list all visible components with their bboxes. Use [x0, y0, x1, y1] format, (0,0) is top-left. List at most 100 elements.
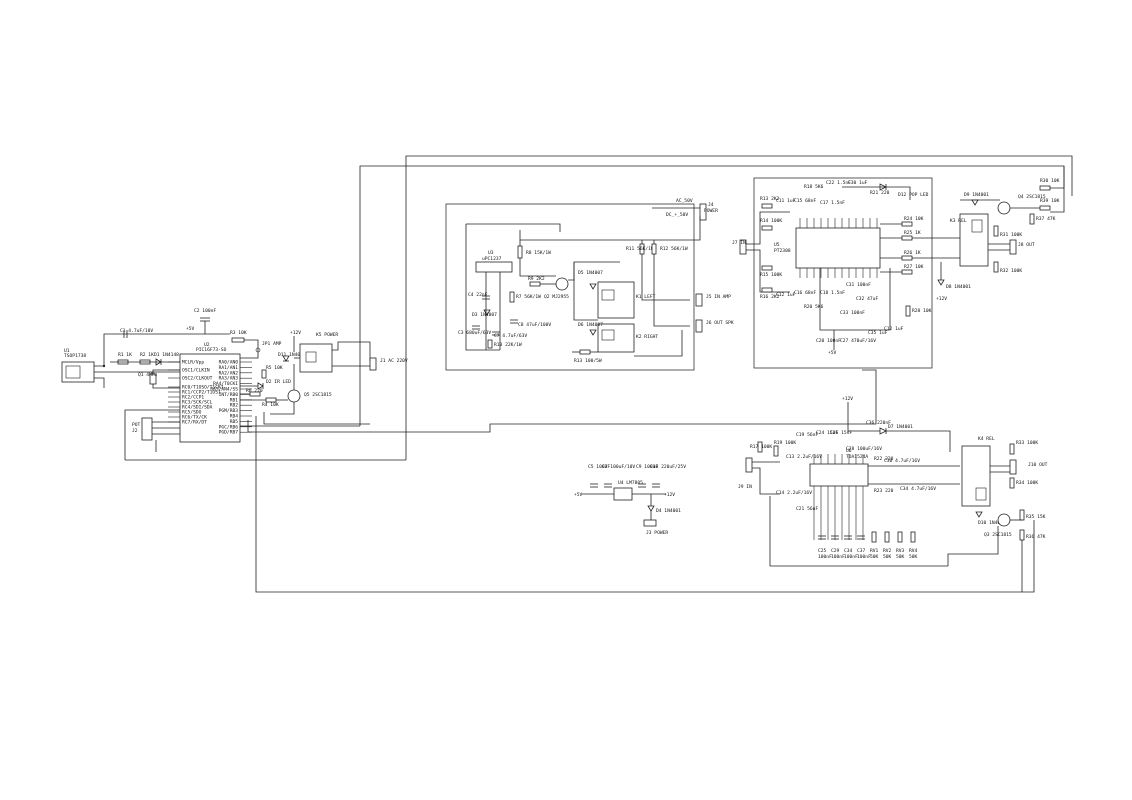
c30-label: C30 1uF	[848, 180, 868, 186]
r13b-label: R13 2K2	[760, 196, 780, 202]
ir-receiver	[61, 361, 95, 383]
c22-label: C22 1.5nF	[826, 180, 851, 186]
c7b-label: C7 100uF/10V	[602, 464, 635, 470]
k1-relay	[597, 281, 635, 319]
d8-label: D8 1N4001	[946, 284, 971, 290]
d5-label: D5 1N4007	[578, 270, 603, 276]
r18-label: R18 5K6	[804, 184, 824, 190]
mcu-right-pin-label: INT/RB0	[219, 392, 239, 398]
tone-bottom-value: 100nF	[857, 554, 871, 560]
d7-label: D7 1N4001	[888, 424, 913, 430]
d11-label: D11 1N4001	[278, 352, 306, 358]
u1-ref: U1	[64, 348, 70, 354]
r33-label: R33 100K	[1016, 440, 1038, 446]
c7-label: C7 4.7uF/63V	[494, 333, 527, 339]
mcu-left-pin-label: RC3/SCK/SCL	[182, 400, 213, 406]
mcu-right-pin-label: PGD/RB7	[219, 430, 239, 436]
tone-pot	[871, 531, 877, 543]
c10-label: C10 220uF/25V	[650, 464, 686, 470]
mcu-right-pin-label: RA2/AN2	[219, 370, 239, 376]
tone-bottom-label: RV2	[883, 548, 892, 554]
d6-label: D6 1N4007	[578, 322, 603, 328]
c4-label: C4 22nF	[468, 292, 488, 298]
tone-bottom-value: 50K	[870, 554, 879, 560]
r30-label: R30 10K	[1040, 178, 1060, 184]
u3-name: uPC1237	[482, 256, 502, 262]
tone-bottom-value: 100nF	[818, 554, 832, 560]
d1-label: D1 1N4148	[154, 352, 179, 358]
q4-transistor	[997, 201, 1011, 215]
r35-label: R35 15K	[1026, 514, 1046, 520]
r36-label: R36 47K	[1026, 534, 1046, 540]
u6-ref: U6	[846, 448, 852, 454]
bus-wires	[124, 155, 1073, 593]
net-ac50v: AC_50V	[676, 198, 693, 204]
r39-label: R39 10K	[1040, 198, 1060, 204]
mcu-right-pin-label: RA0/AN0	[219, 360, 239, 366]
q2-label: Q2 MJ2955	[544, 294, 569, 300]
d9-label: D9 1N4001	[964, 192, 989, 198]
tda1524a-ic	[809, 463, 869, 487]
r37-label: R37 47K	[1036, 216, 1056, 222]
mcu-right-pins: RA0/AN0RA1/AN1RA2/AN2RA3/AN3RA4/T0CKIRA5…	[210, 360, 252, 436]
c32-label: C32 47uF	[856, 296, 878, 302]
tone-pot	[897, 531, 903, 543]
tone-pot	[910, 531, 916, 543]
c12-label: C12 1uF	[776, 292, 796, 298]
tone-bottom-value: 50K	[909, 554, 918, 560]
tda1524a-pins	[813, 454, 864, 540]
u5-name: PT2308	[774, 248, 791, 254]
r21-label: R21 220	[870, 190, 890, 196]
r12-label: R12 56K/1W	[660, 246, 688, 252]
j10-label: J10 OUT	[1028, 462, 1048, 468]
mcu-right-pin-label: RB5	[230, 419, 239, 425]
u2-ref: U2	[204, 342, 210, 348]
r31-label: R31 100K	[1000, 232, 1022, 238]
tone-bottom-parts: C25100nFC29100nFC34100nFC37100nFRV150KRV…	[818, 531, 918, 560]
tone-bottom-value: 50K	[883, 554, 892, 560]
volume-frame	[753, 177, 933, 369]
u2-name: PIC16F73-SO	[196, 347, 227, 353]
j3-label: J3 POWER	[646, 530, 668, 536]
mcu-left-pin-label: OSC2/CLKOUT	[182, 376, 213, 382]
c20-label: C20 100nF	[816, 338, 841, 344]
j6-label: J6 OUT SPK	[706, 320, 734, 326]
q4-label: Q4 2SC1815	[1018, 194, 1046, 200]
k2-relay	[597, 323, 635, 353]
k4-label: K4 REL	[978, 436, 995, 442]
c3-label: C3 680uF/63V	[458, 330, 491, 336]
c16-label: C16 68nF	[794, 290, 816, 296]
c26-label: C26 15nF	[830, 430, 852, 436]
c27-label: C27 470uF/16V	[840, 338, 876, 344]
mcu-right-pin-label: PGC/RB6	[219, 424, 239, 430]
r27-label: R27 10K	[904, 264, 924, 270]
r3-label: R3 10K	[230, 330, 247, 336]
pot-header	[141, 417, 153, 441]
pt2308-pins	[799, 218, 878, 278]
r16-label: R16 2K2	[760, 294, 780, 300]
u4-label: U4 LM7805	[618, 480, 643, 486]
k5-label: K5 POWER	[316, 332, 338, 338]
micro-section: U1 TSOP1738 C1 4.7uF/10V C2 100nF +5V R1…	[61, 308, 408, 452]
j5-label: J5 IN AMP	[706, 294, 731, 300]
mcu-right-pin-label: RA4/T0CKI	[213, 381, 238, 387]
mcu-left-pin-label: RC4/SDI/SDA	[182, 405, 213, 411]
c33-label: C33 100nF	[840, 310, 865, 316]
q3-transistor	[997, 513, 1011, 527]
c21-label: C21 56nF	[796, 506, 818, 512]
j4-name: POWER	[704, 208, 718, 214]
r34-label: R34 100K	[1016, 480, 1038, 486]
net-dc50v: DC_+_50V	[666, 212, 688, 218]
r13-label: R13 100/5W	[574, 358, 602, 364]
mcu-right-pin-label: RA5/AN4/SS	[210, 387, 238, 393]
j9-label: J9 IN	[738, 484, 752, 490]
r23-label: R23 220	[874, 488, 894, 494]
r1-label: R1 1K	[118, 352, 132, 358]
jp1-label: JP1 AMP	[262, 341, 282, 347]
mcu-right-pin-label: RB1	[230, 397, 239, 403]
r24-label: R24 10K	[904, 216, 924, 222]
v12-label: +12V	[290, 330, 301, 336]
mcu-right-pin-label: PGM/RB3	[219, 408, 239, 414]
volume-section: J7 IN R13 2K2 R14 100K R15 100K R16 2K2 …	[732, 166, 1065, 356]
